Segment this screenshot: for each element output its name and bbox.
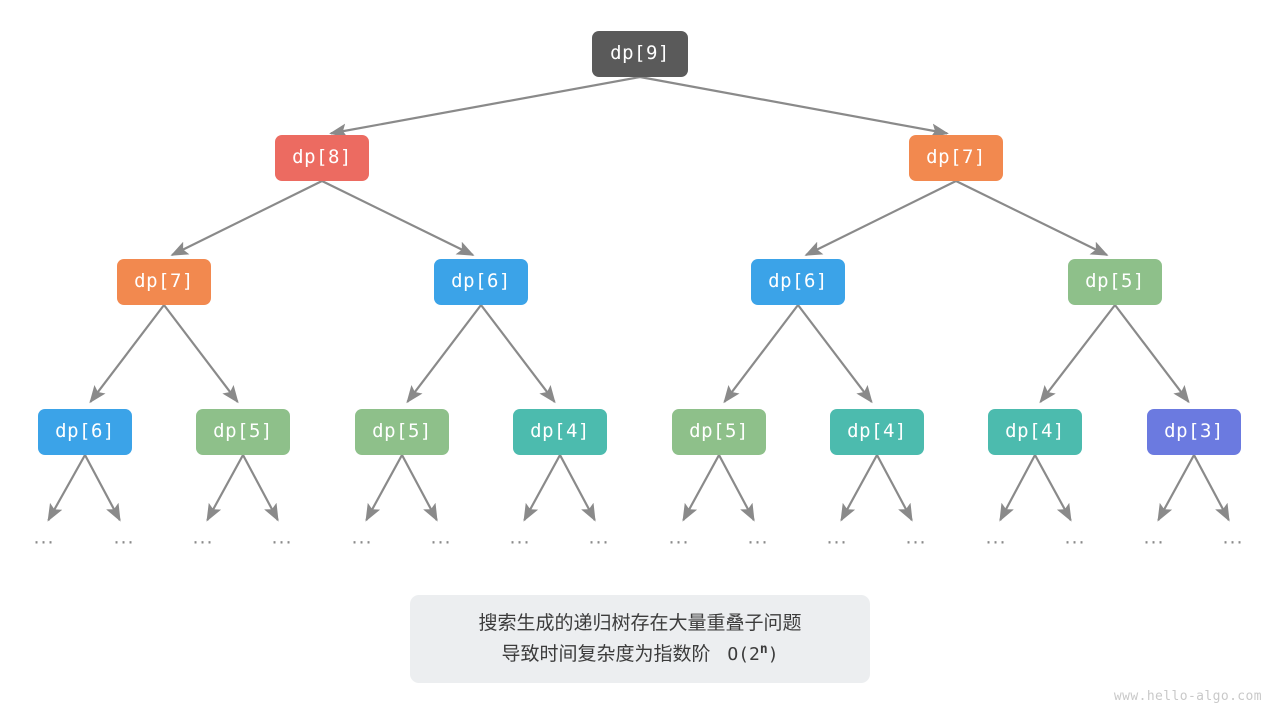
leaf-edge-4 [365, 454, 403, 522]
complexity-expression: O(2n) [717, 641, 779, 665]
ellipsis-marker: ... [747, 526, 769, 549]
tree-node-n1: dp[8] [275, 135, 369, 181]
complexity-base: O(2 [727, 643, 760, 665]
leaf-edge-0 [47, 454, 86, 522]
tree-node-label: dp[4] [847, 420, 907, 442]
edge-n6-n13 [1039, 304, 1116, 404]
tree-node-label: dp[5] [689, 420, 749, 442]
leaf-edge-13 [1034, 454, 1072, 522]
leaf-edge-7 [559, 454, 596, 522]
caption-line-2: 导致时间复杂度为指数阶 O(2n) [501, 642, 778, 667]
edge-n4-n9 [406, 304, 482, 404]
caption-line-1: 搜索生成的递归树存在大量重叠子问题 [478, 611, 802, 634]
tree-node-label: dp[9] [610, 42, 670, 64]
edge-n1-n3 [170, 180, 323, 257]
ellipsis-marker: ... [1064, 526, 1086, 549]
tree-node-n2: dp[7] [909, 135, 1003, 181]
ellipsis-marker: ... [430, 526, 452, 549]
tree-node-n9: dp[5] [355, 409, 449, 455]
caption-line-2-text: 导致时间复杂度为指数阶 [501, 642, 711, 665]
complexity-exponent: n [759, 641, 768, 657]
ellipsis-marker: ... [33, 526, 55, 549]
tree-node-n4: dp[6] [434, 259, 528, 305]
tree-node-n5: dp[6] [751, 259, 845, 305]
ellipsis-marker: ... [905, 526, 927, 549]
ellipsis-marker: ... [588, 526, 610, 549]
tree-node-label: dp[5] [372, 420, 432, 442]
tree-node-label: dp[5] [1085, 270, 1145, 292]
tree-node-n8: dp[5] [196, 409, 290, 455]
edge-n5-n12 [797, 304, 873, 404]
tree-node-n3: dp[7] [117, 259, 211, 305]
ellipsis-marker: ... [509, 526, 531, 549]
ellipsis-marker: ... [668, 526, 690, 549]
tree-node-label: dp[7] [134, 270, 194, 292]
edge-n0-n2 [639, 75, 949, 138]
tree-node-n0: dp[9] [592, 31, 688, 77]
tree-node-label: dp[4] [530, 420, 590, 442]
tree-node-label: dp[6] [55, 420, 115, 442]
tree-node-label: dp[5] [213, 420, 273, 442]
tree-node-label: dp[8] [292, 146, 352, 168]
tree-node-label: dp[6] [451, 270, 511, 292]
ellipsis-marker: ... [351, 526, 373, 549]
leaf-edge-2 [206, 454, 244, 522]
ellipsis-marker: ... [192, 526, 214, 549]
tree-node-n6: dp[5] [1068, 259, 1162, 305]
leaf-edge-14 [1157, 454, 1195, 522]
leaf-edge-1 [84, 454, 121, 522]
tree-node-n7: dp[6] [38, 409, 132, 455]
ellipsis-marker: ... [985, 526, 1007, 549]
tree-node-n14: dp[3] [1147, 409, 1241, 455]
edge-n6-n14 [1114, 304, 1190, 404]
complexity-close: ) [767, 643, 779, 665]
edge-n2-n6 [955, 180, 1109, 257]
ellipsis-marker: ... [113, 526, 135, 549]
edge-n0-n1 [329, 75, 641, 138]
ellipsis-marker: ... [826, 526, 848, 549]
tree-edges [89, 75, 1190, 404]
tree-node-n13: dp[4] [988, 409, 1082, 455]
leaf-edge-11 [876, 454, 913, 522]
leaf-edge-6 [523, 454, 561, 522]
tree-node-label: dp[3] [1164, 420, 1224, 442]
leaf-edge-10 [840, 454, 878, 522]
leaf-edge-15 [1193, 454, 1230, 522]
edge-n2-n5 [804, 180, 957, 257]
ellipsis-marker: ... [1143, 526, 1165, 549]
tree-node-n11: dp[5] [672, 409, 766, 455]
edge-n3-n8 [163, 304, 239, 404]
leaf-edge-8 [682, 454, 720, 522]
tree-node-n12: dp[4] [830, 409, 924, 455]
watermark: www.hello-algo.com [1113, 689, 1262, 704]
leaf-edge-12 [999, 454, 1036, 522]
edge-n5-n11 [723, 304, 799, 404]
tree-node-n10: dp[4] [513, 409, 607, 455]
leaf-edge-5 [401, 454, 438, 522]
edge-n4-n10 [480, 304, 556, 404]
tree-node-label: dp[7] [926, 146, 986, 168]
leaf-edges [47, 454, 1230, 522]
tree-node-label: dp[4] [1005, 420, 1065, 442]
ellipsis-marker: ... [1222, 526, 1244, 549]
caption-box: 搜索生成的递归树存在大量重叠子问题 导致时间复杂度为指数阶 O(2n) [410, 595, 870, 683]
edge-n1-n4 [321, 180, 475, 257]
tree-node-label: dp[6] [768, 270, 828, 292]
leaf-edge-3 [242, 454, 279, 522]
edge-n3-n7 [89, 304, 165, 404]
ellipsis-marker: ... [271, 526, 293, 549]
leaf-edge-9 [718, 454, 755, 522]
